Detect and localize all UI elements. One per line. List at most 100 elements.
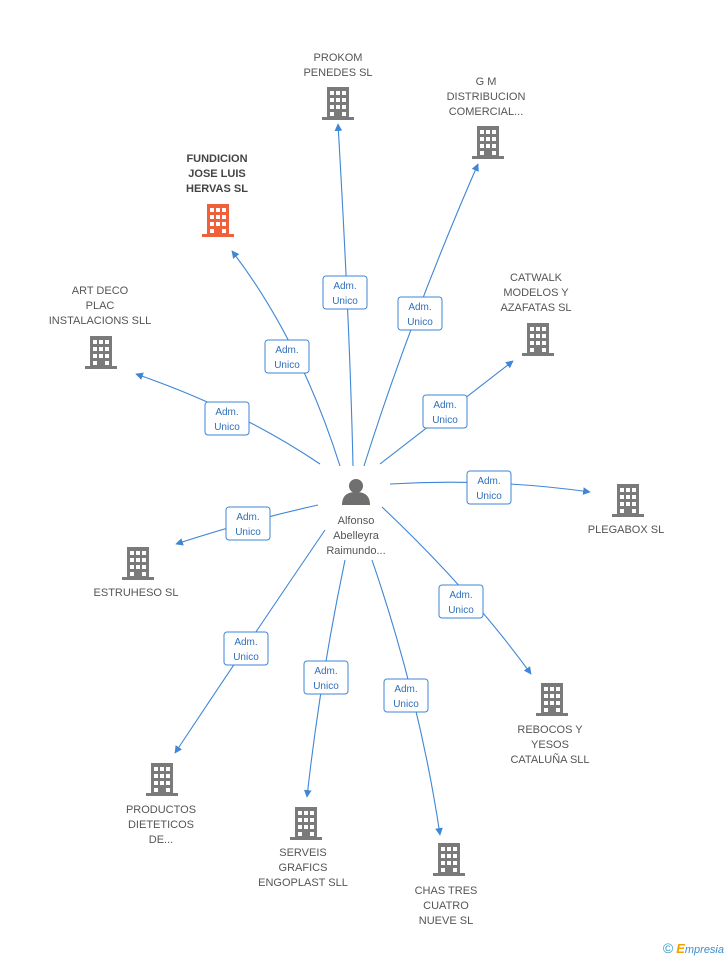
relation-box-frame [466, 470, 512, 505]
relation-box-frame [438, 584, 484, 619]
relation-box-frame [225, 506, 271, 541]
building-icon [612, 484, 644, 517]
relation-box-frame [303, 660, 349, 695]
company-name-line: PLAC [86, 300, 115, 312]
relation-label-line: Unico [313, 681, 339, 692]
relation-box-frame [204, 401, 250, 436]
relation-label-line: Unico [332, 296, 358, 307]
company-name-line: YESOS [531, 739, 569, 751]
person-icon [342, 479, 370, 505]
relation-box-frame [383, 678, 429, 713]
relation-label-line: Unico [432, 415, 458, 426]
company-node-rebocos[interactable]: REBOCOS Y YESOS CATALUÑA SLL [510, 683, 590, 766]
company-name-line: CATALUÑA SLL [510, 753, 589, 766]
relation-label-line: Adm. [234, 637, 257, 648]
relation-label-line: Unico [214, 422, 240, 433]
company-name-line: COMERCIAL... [449, 106, 524, 118]
relation-box-fundicion[interactable]: Adm. Unico [264, 339, 310, 374]
relation-label-line: Adm. [215, 407, 238, 418]
company-name-line: PRODUCTOS [126, 804, 196, 816]
company-name-line: GRAFICS [279, 862, 328, 874]
company-node-gm[interactable]: G M DISTRIBUCION COMERCIAL... [447, 76, 526, 159]
relation-label-line: Adm. [449, 590, 472, 601]
relation-label-line: Unico [448, 605, 474, 616]
company-name-line: NUEVE SL [419, 915, 473, 927]
relation-box-frame [223, 631, 269, 666]
company-name-line: DE... [149, 834, 173, 846]
relation-label-line: Unico [407, 317, 433, 328]
relation-box-frame [322, 275, 368, 310]
company-name-line: PLEGABOX SL [588, 524, 664, 536]
brand-logo-e: E [676, 941, 685, 956]
building-icon [522, 323, 554, 356]
relation-box-artdeco[interactable]: Adm. Unico [204, 401, 250, 436]
building-icon [290, 807, 322, 840]
company-name-line: JOSE LUIS [188, 168, 245, 180]
relation-label-line: Adm. [408, 302, 431, 313]
person-name-line-1: Alfonso [338, 515, 375, 527]
company-name-line: AZAFATAS SL [500, 302, 571, 314]
footer-brand: © Empresia [663, 940, 724, 956]
relation-box-estruheso[interactable]: Adm. Unico [225, 506, 271, 541]
relation-box-frame [397, 296, 443, 331]
center-person-node[interactable]: Alfonso Abelleyra Raimundo... [326, 479, 386, 557]
relation-box-catwalk[interactable]: Adm. Unico [422, 394, 468, 429]
company-name-line: ESTRUHESO SL [94, 587, 179, 599]
relation-box-productos[interactable]: Adm. Unico [223, 631, 269, 666]
company-node-plegabox[interactable]: PLEGABOX SL [588, 484, 664, 536]
company-name-line: G M [476, 76, 497, 88]
relation-box-prokom[interactable]: Adm. Unico [322, 275, 368, 310]
relation-label-line: Adm. [394, 684, 417, 695]
building-icon [85, 336, 117, 369]
relation-box-frame [264, 339, 310, 374]
relation-label-line: Adm. [236, 512, 259, 523]
building-icon [146, 763, 178, 796]
company-node-artdeco[interactable]: ART DECO PLAC INSTALACIONS SLL [49, 285, 152, 369]
relation-label-line: Adm. [314, 666, 337, 677]
relation-label-line: Unico [233, 652, 259, 663]
company-name-line: PENEDES SL [303, 67, 372, 79]
company-name-line: PROKOM [314, 52, 363, 64]
company-node-prokom[interactable]: PROKOM PENEDES SL [303, 52, 373, 120]
relation-box-serveis[interactable]: Adm. Unico [303, 660, 349, 695]
company-name-line: SERVEIS [279, 847, 327, 859]
relation-box-rebocos[interactable]: Adm. Unico [438, 584, 484, 619]
relation-label-line: Unico [476, 491, 502, 502]
relation-box-chas[interactable]: Adm. Unico [383, 678, 429, 713]
relation-label-line: Unico [274, 360, 300, 371]
person-name-line-3: Raimundo... [326, 545, 385, 557]
company-name-line: REBOCOS Y [517, 724, 583, 736]
building-icon [472, 126, 504, 159]
relation-label-line: Adm. [333, 281, 356, 292]
relation-label-line: Adm. [275, 345, 298, 356]
company-name-line: FUNDICION [186, 153, 247, 165]
company-node-fundicion[interactable]: FUNDICION JOSE LUIS HERVAS SL [186, 153, 248, 237]
relation-label-line: Unico [235, 527, 261, 538]
company-name-line: DIETETICOS [128, 819, 194, 831]
brand-logo-text: mpresia [684, 944, 724, 956]
relation-label-line: Adm. [477, 476, 500, 487]
relation-box-frame [422, 394, 468, 429]
building-icon [122, 547, 154, 580]
company-name-line: CUATRO [423, 900, 469, 912]
relation-label-line: Unico [393, 699, 419, 710]
company-name-line: HERVAS SL [186, 183, 248, 195]
relation-box-gm[interactable]: Adm. Unico [397, 296, 443, 331]
company-node-estruheso[interactable]: ESTRUHESO SL [94, 547, 179, 599]
company-name-line: DISTRIBUCION [447, 91, 526, 103]
edge-prokom [334, 123, 354, 467]
relation-box-plegabox[interactable]: Adm. Unico [466, 470, 512, 505]
company-name-line: INSTALACIONS SLL [49, 315, 152, 327]
building-icon [322, 87, 354, 120]
relation-label-line: Adm. [433, 400, 456, 411]
company-name-line: ART DECO [72, 285, 129, 297]
company-node-productos[interactable]: PRODUCTOS DIETETICOS DE... [126, 763, 196, 846]
copyright-symbol: © [662, 940, 674, 956]
company-name-line: MODELOS Y [503, 287, 569, 299]
building-icon [433, 843, 465, 876]
building-icon [202, 204, 234, 237]
